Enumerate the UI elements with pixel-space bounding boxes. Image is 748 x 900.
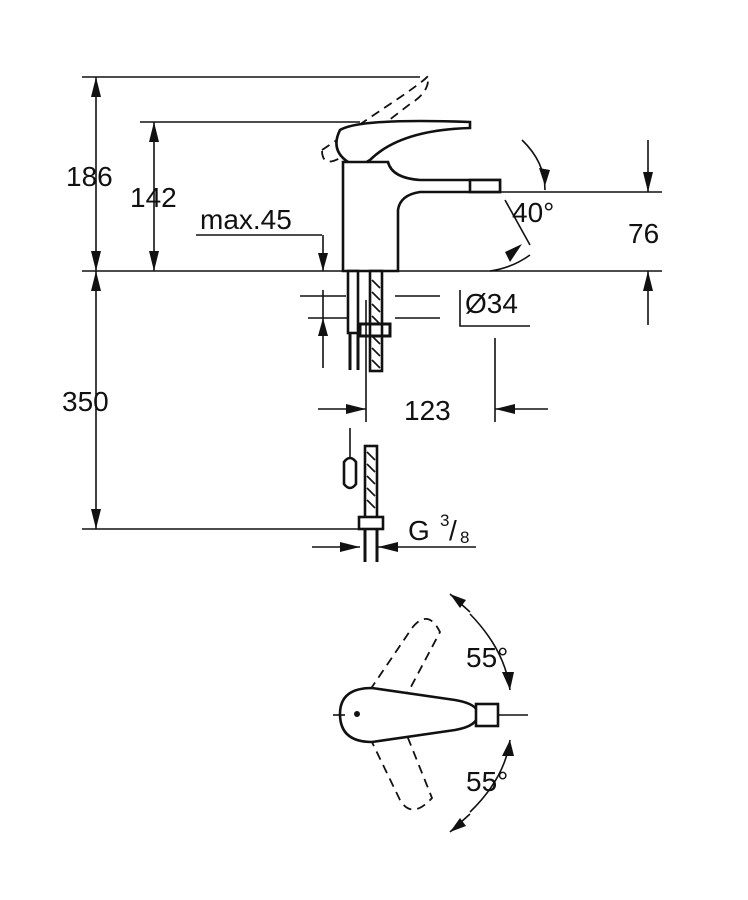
deck-section <box>346 269 392 373</box>
dim-connection-slash: / <box>449 515 457 546</box>
dim-max-thickness: max.45 <box>200 204 292 235</box>
dim-connection-numerator: 3 <box>440 511 449 530</box>
dim-connection-thread: G <box>408 515 430 546</box>
dim-spout-angle: 40° <box>512 197 554 228</box>
dim-shank-length: 350 <box>62 386 109 417</box>
dim-spout-height: 76 <box>628 218 659 249</box>
dim-connection-denominator: 8 <box>460 528 469 547</box>
dim-lever-angle-up: 55° <box>466 642 508 673</box>
dim-hole-diameter: Ø34 <box>465 288 518 319</box>
dim-total-height: 186 <box>66 161 113 192</box>
faucet-top-view <box>333 593 528 833</box>
dim-reach: 123 <box>404 395 451 426</box>
dimension-lines <box>82 76 662 552</box>
dim-lever-height: 142 <box>130 182 177 213</box>
dim-lever-angle-down: 55° <box>466 766 508 797</box>
hose-connector <box>342 428 385 562</box>
faucet-side-view <box>321 73 550 273</box>
